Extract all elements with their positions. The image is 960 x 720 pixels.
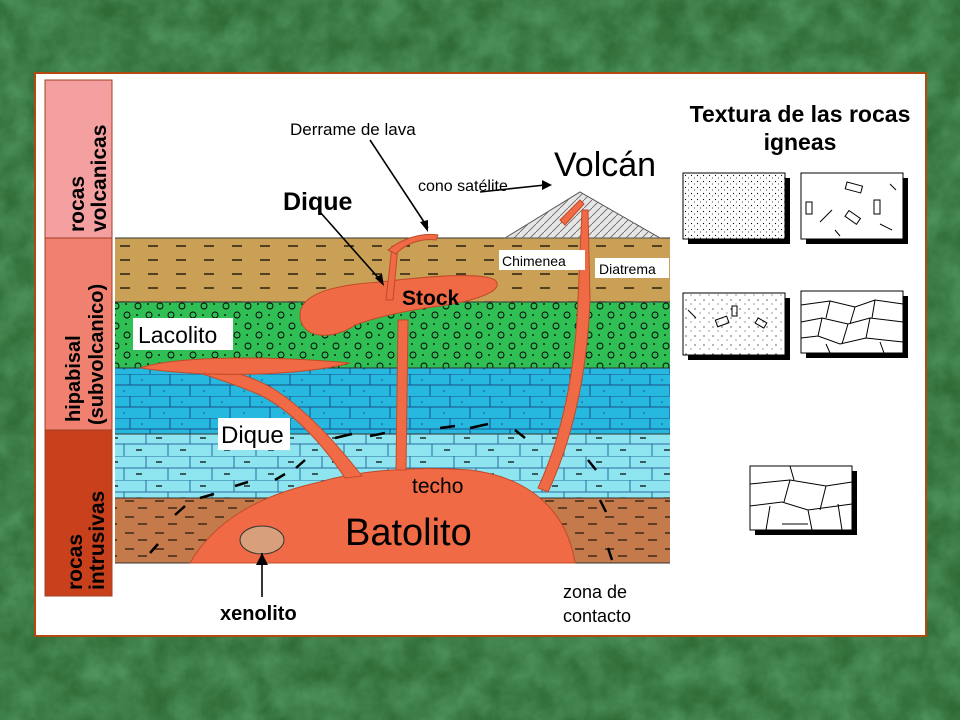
laccolith-shape — [139, 357, 351, 375]
volcanic-label-line1: rocas — [66, 176, 89, 232]
stock-shape — [299, 275, 498, 336]
dike-bottom-label: Dique — [221, 422, 284, 449]
diagram-labels: Derrame de lava Volcán cono satélite Diq… — [133, 120, 669, 626]
stock-label: Stock — [402, 287, 460, 310]
texture-swatch-fine — [682, 172, 790, 244]
batholith-shape — [189, 468, 576, 564]
xenolith-shape — [239, 525, 285, 555]
magma-bodies — [139, 199, 591, 564]
texture-title-line2: igneas — [764, 129, 837, 155]
diatreme-label: Diatrema — [599, 261, 656, 277]
satellite-cone-label: cono satélite — [418, 178, 508, 195]
xenolith-label: xenolito — [220, 603, 297, 625]
layer-blue-pattern — [115, 368, 670, 434]
texture-title-line1: Textura de las rocas — [690, 101, 911, 127]
laccolith-label: Lacolito — [138, 322, 217, 348]
contact-zone-label-2: contacto — [563, 606, 631, 626]
satellite-feeder — [559, 199, 585, 226]
texture-panel: Textura de las rocas igneas — [682, 101, 911, 535]
chimney-conduit — [537, 209, 591, 493]
intrusive-label-line2: intrusivas — [86, 491, 109, 590]
batholith-label: Batolito — [345, 512, 472, 554]
dike-top-label: Dique — [283, 188, 353, 216]
chimney-label: Chimenea — [502, 253, 566, 269]
rock-type-sidebar: rocas volcanicas hipabisal (subvolcanico… — [44, 79, 113, 597]
hypabyssal-label-line1: hipabisal — [63, 335, 85, 422]
texture-swatch-porphyritic — [800, 172, 908, 244]
volcano-label: Volcán — [554, 146, 656, 184]
roof-label: techo — [412, 475, 463, 498]
stock-conduit — [395, 319, 409, 471]
intrusive-label-line1: rocas — [64, 534, 87, 590]
texture-swatch-granular — [800, 290, 908, 358]
arrow-heads — [256, 180, 552, 565]
contact-zone-label-1: zona de — [563, 582, 627, 602]
volcanic-band — [44, 79, 113, 239]
volcanic-label-line2: volcanicas — [88, 125, 111, 232]
texture-swatch-coarse — [749, 465, 857, 535]
lava-flow — [387, 233, 439, 255]
intrusive-band — [44, 429, 113, 597]
hypabyssal-band — [44, 237, 113, 431]
texture-swatch-sparse — [682, 292, 790, 360]
lava-flow-label: Derrame de lava — [290, 120, 416, 139]
contact-marks — [149, 422, 614, 561]
hypabyssal-label-line2: (subvolcanico) — [86, 284, 108, 425]
